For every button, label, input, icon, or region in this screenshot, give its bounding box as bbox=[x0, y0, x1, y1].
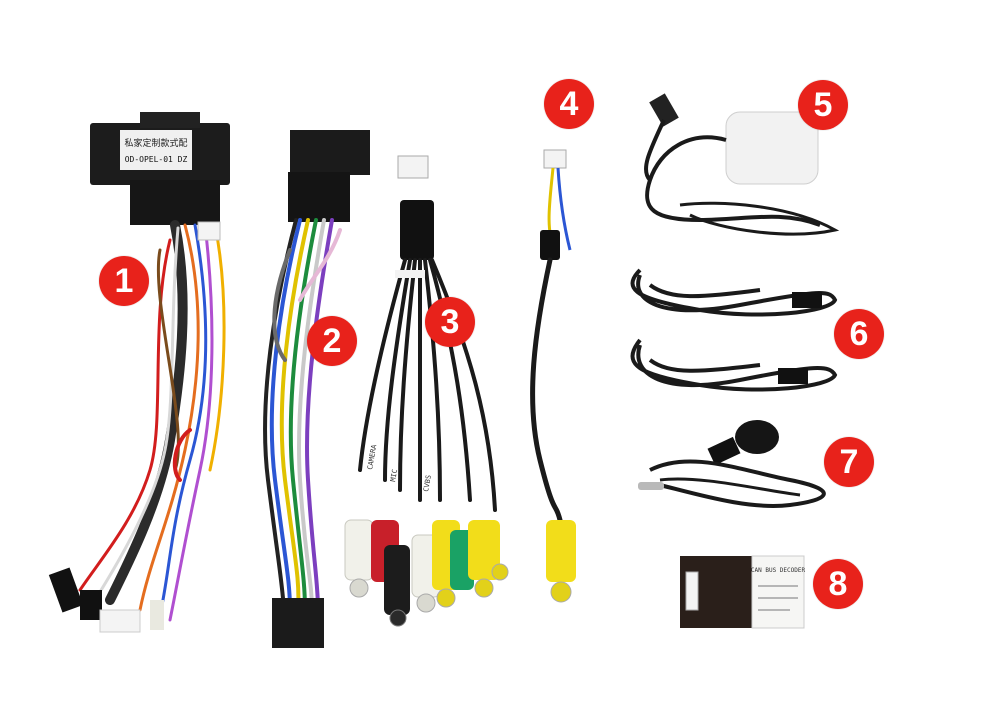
badge-item-5: 5 bbox=[798, 80, 848, 130]
badge-item-3: 3 bbox=[425, 297, 475, 347]
rca-av-cable-icon: CAMERA MIC CVBS bbox=[344, 155, 509, 627]
badge-item-1: 1 bbox=[99, 256, 149, 306]
wire-tag-camera: CAMERA bbox=[366, 443, 378, 470]
main-power-harness-icon: 私家定制款式配 OD-OPEL-01 DZ bbox=[48, 112, 230, 633]
badge-item-8: 8 bbox=[813, 559, 863, 609]
gps-antenna-icon bbox=[644, 93, 840, 236]
reverse-camera-cable-icon bbox=[530, 149, 576, 603]
badge-item-7: 7 bbox=[824, 437, 874, 487]
wire-tag-mic: MIC bbox=[389, 468, 399, 482]
badge-item-6: 6 bbox=[834, 309, 884, 359]
badge-item-2: 2 bbox=[307, 316, 357, 366]
badge-item-4: 4 bbox=[544, 79, 594, 129]
quadlock-adapter-harness-icon bbox=[263, 130, 370, 648]
wire-tag-cvbs: CVBS bbox=[422, 474, 433, 492]
box1-line2: OD-OPEL-01 DZ bbox=[125, 155, 188, 164]
box1-line1: 私家定制款式配 bbox=[124, 137, 187, 148]
decoder-label: CAN BUS DECODER bbox=[751, 567, 806, 574]
microphone-icon bbox=[638, 420, 826, 508]
usb-extension-cables-icon bbox=[630, 268, 838, 392]
canbus-decoder-icon: CAN BUS DECODER bbox=[680, 555, 806, 629]
